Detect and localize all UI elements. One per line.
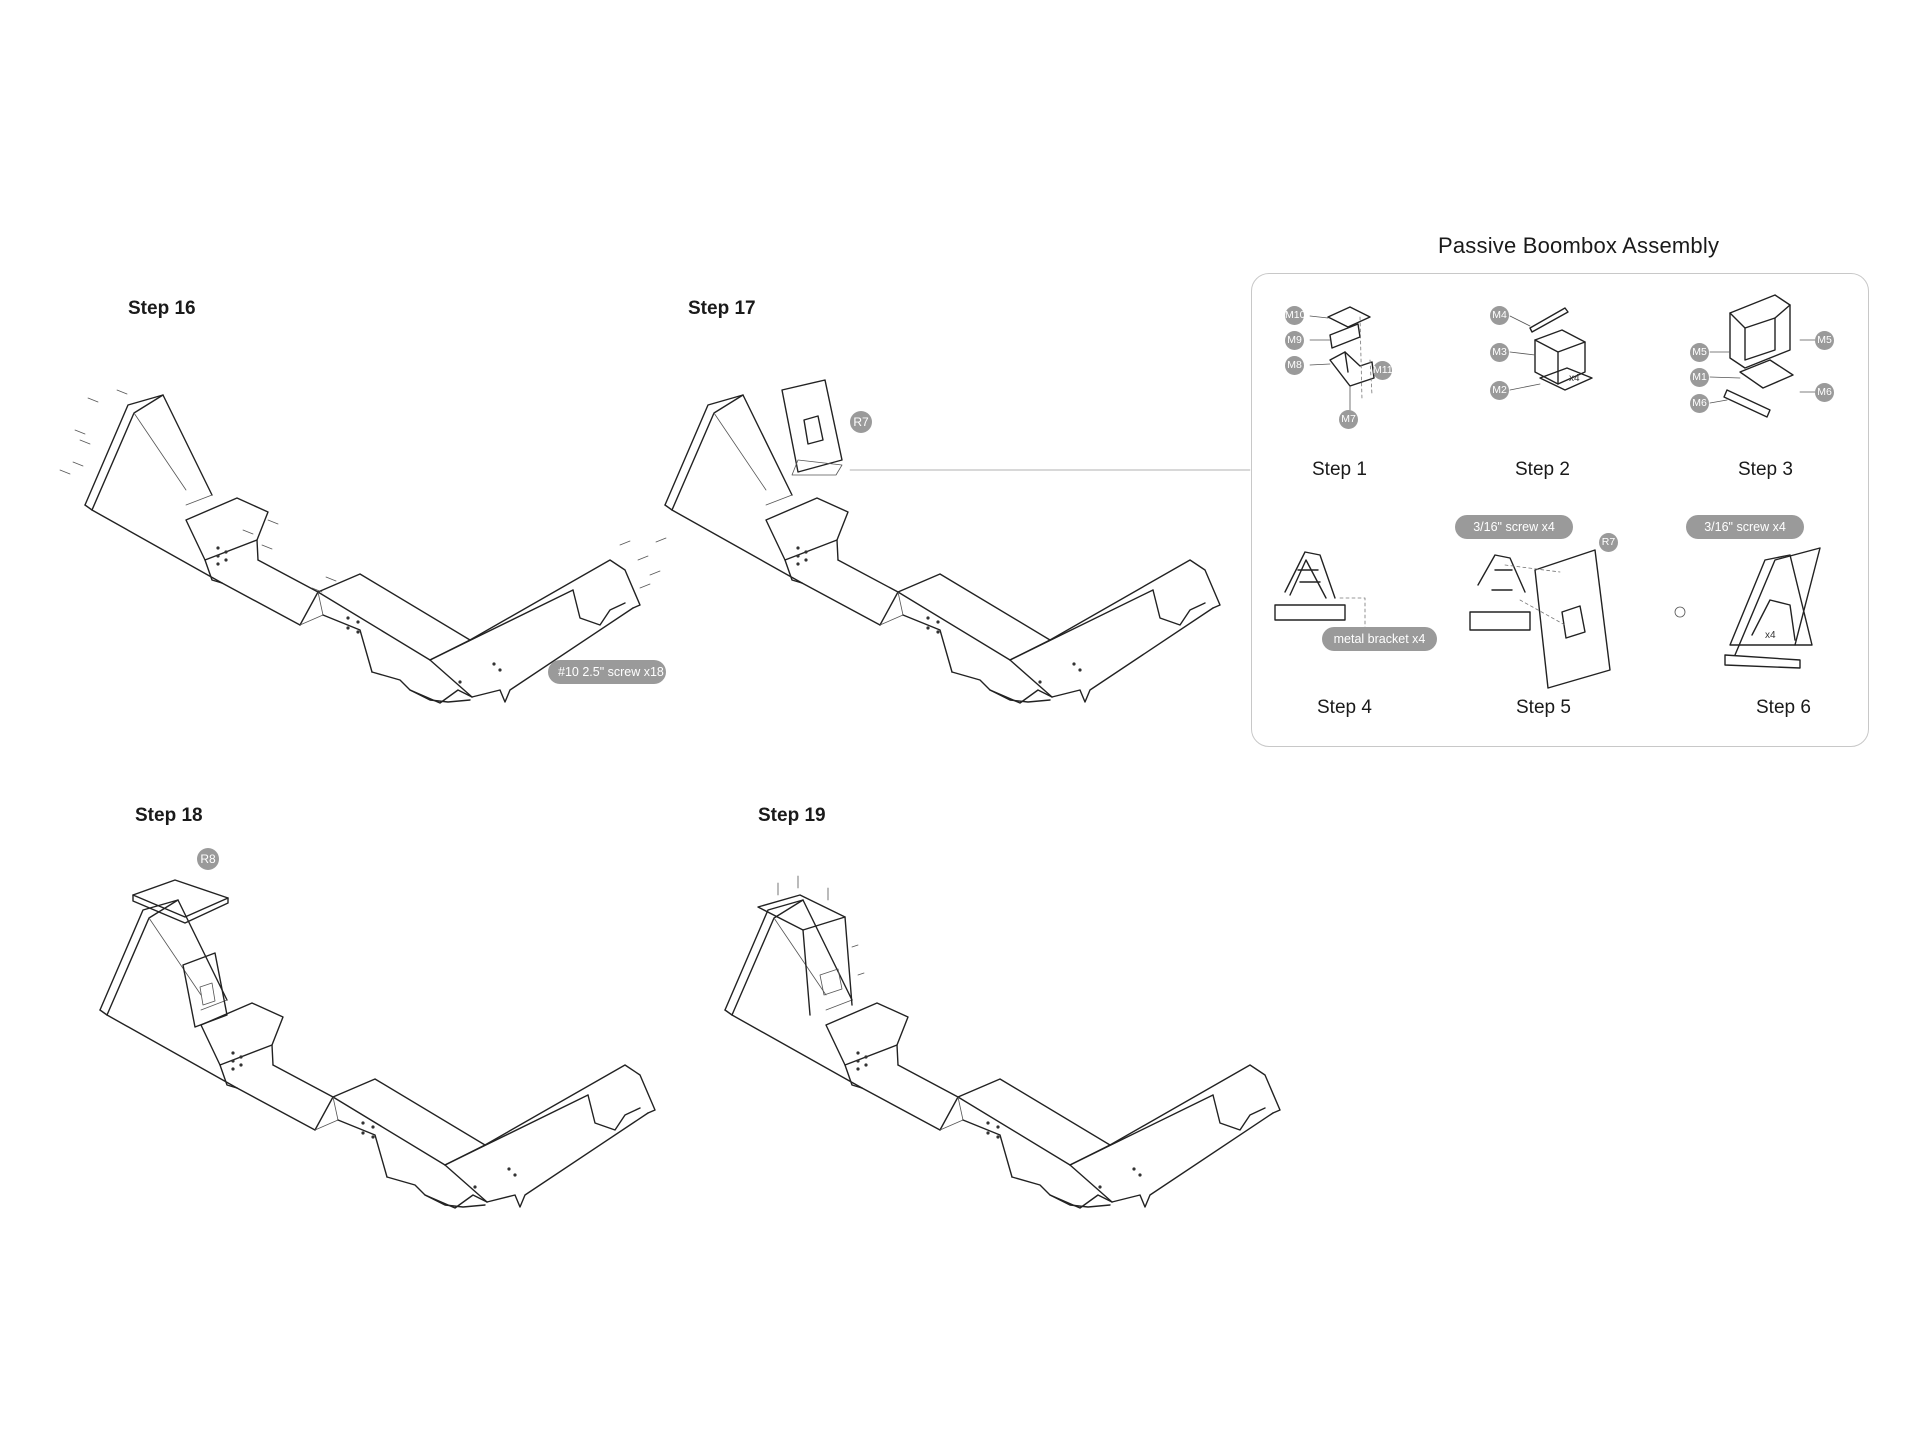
step18-label: Step 18 [135, 805, 203, 826]
tag-m6-right: M6 [1815, 383, 1834, 402]
step18-drawing [99, 879, 656, 1209]
tag-m5-left: M5 [1690, 343, 1709, 362]
step16-drawing [59, 389, 667, 704]
boombox-assembly-panel [1251, 273, 1869, 747]
x4-step6-text: x4 [1765, 630, 1776, 641]
x4-step2-text: x4 [1569, 373, 1580, 384]
tag-m2: M2 [1490, 381, 1509, 400]
screw-callout-step5: 3/16" screw x4 [1455, 515, 1573, 539]
tag-m8: M8 [1285, 356, 1304, 375]
panel-step6-drawing [1674, 547, 1821, 669]
tag-m9: M9 [1285, 331, 1304, 350]
step17-label: Step 17 [688, 298, 756, 319]
screw-callout-step6: 3/16" screw x4 [1686, 515, 1804, 539]
tag-r7-panel: R7 [1599, 533, 1618, 552]
tag-m6-left: M6 [1690, 394, 1709, 413]
panel-step5-label: Step 5 [1516, 697, 1571, 718]
step16-label: Step 16 [128, 298, 196, 319]
step19-label: Step 19 [758, 805, 826, 826]
panel-step1-label: Step 1 [1312, 459, 1367, 480]
tag-m1: M1 [1690, 368, 1709, 387]
panel-step3-label: Step 3 [1738, 459, 1793, 480]
r8-tag-main: R8 [197, 848, 219, 870]
step17-drawing [664, 379, 1221, 704]
panel-step4-label: Step 4 [1317, 697, 1372, 718]
tag-m4: M4 [1490, 306, 1509, 325]
panel-step3-drawing [1709, 294, 1816, 418]
panel-step4-drawing [1274, 551, 1366, 639]
bracket-callout: metal bracket x4 [1322, 627, 1437, 651]
panel-step5-drawing [1469, 549, 1611, 689]
tag-m11: M11 [1373, 361, 1393, 380]
tag-m5-right: M5 [1815, 331, 1834, 350]
step19-drawing [724, 875, 1281, 1209]
tag-m3: M3 [1490, 343, 1509, 362]
panel-step2-label: Step 2 [1515, 459, 1570, 480]
screw-callout-main: #10 2.5" screw x18 [548, 660, 666, 684]
panel-step1-drawing [1309, 306, 1385, 411]
tag-m7: M7 [1339, 410, 1358, 429]
panel-title: Passive Boombox Assembly [1438, 233, 1720, 258]
panel-step6-label: Step 6 [1756, 697, 1811, 718]
panel-step2-drawing [1509, 307, 1593, 391]
r7-tag-main: R7 [850, 411, 872, 433]
tag-m10: M10 [1285, 306, 1305, 325]
